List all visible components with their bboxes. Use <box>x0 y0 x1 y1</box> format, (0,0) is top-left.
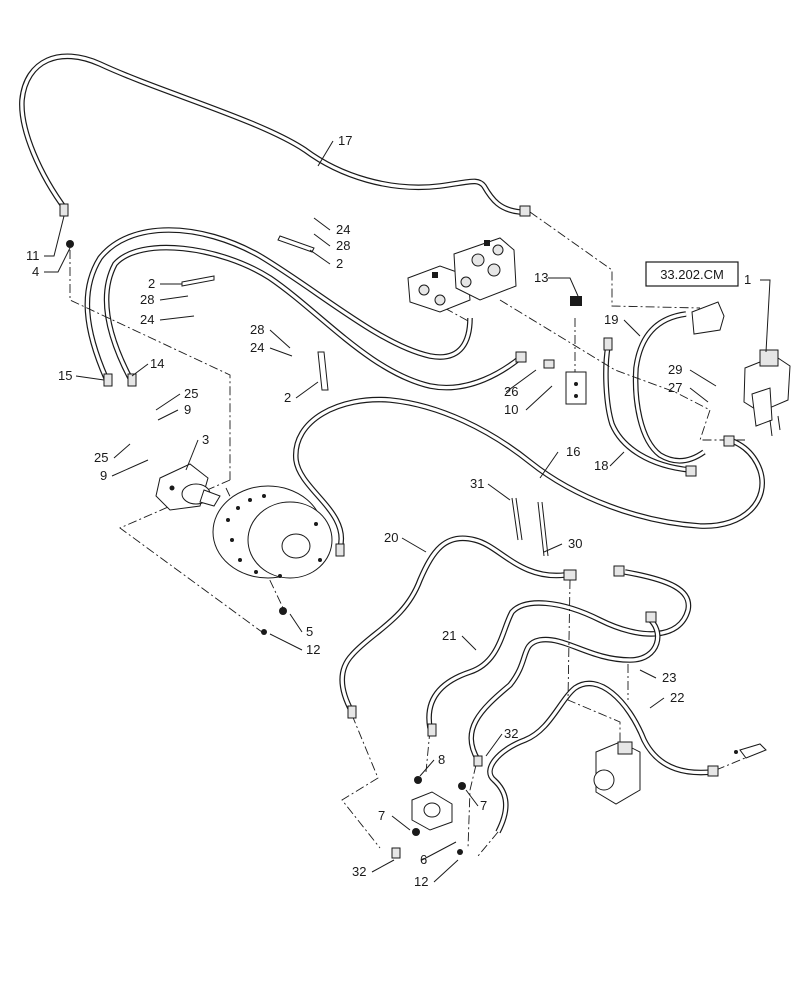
callout-9-top: 9 <box>184 402 191 417</box>
callout-labels: 17 11 4 24 28 2 2 28 24 28 24 2 15 14 25… <box>26 133 751 889</box>
callout-2-left: 2 <box>148 276 155 291</box>
assembly-lines <box>69 211 751 857</box>
hose-19 <box>632 311 706 464</box>
hose-14 <box>103 244 522 391</box>
callout-1: 1 <box>744 272 751 287</box>
callout-30: 30 <box>568 536 582 551</box>
straps <box>181 235 549 557</box>
callout-26: 26 <box>504 384 518 399</box>
callout-8: 8 <box>438 752 445 767</box>
callout-5: 5 <box>306 624 313 639</box>
fitting-lower-right <box>734 743 767 759</box>
callout-32-left: 32 <box>352 864 366 879</box>
hose-16 <box>293 396 765 549</box>
reference-box: 33.202.CM <box>645 261 739 287</box>
control-valve-block <box>407 237 517 313</box>
callout-2-top: 2 <box>336 256 343 271</box>
hose-18 <box>603 345 691 473</box>
callout-17: 17 <box>338 133 352 148</box>
callout-20: 20 <box>384 530 398 545</box>
hose-17 <box>19 53 521 215</box>
callout-32-right: 32 <box>504 726 518 741</box>
pump-bottom <box>593 741 641 805</box>
callout-9-bottom: 9 <box>100 468 107 483</box>
callout-25-bottom: 25 <box>94 450 108 465</box>
callout-7-right: 7 <box>480 798 487 813</box>
callout-2-mid: 2 <box>284 390 291 405</box>
callout-7-left: 7 <box>378 808 385 823</box>
callout-10: 10 <box>504 402 518 417</box>
valve-lower-left <box>411 791 453 831</box>
callout-13: 13 <box>534 270 548 285</box>
hose-22 <box>487 680 713 834</box>
callout-18: 18 <box>594 458 608 473</box>
callout-22: 22 <box>670 690 684 705</box>
callout-24-mid: 24 <box>250 340 264 355</box>
motor-3 <box>155 463 221 511</box>
callout-3: 3 <box>202 432 209 447</box>
callout-31: 31 <box>470 476 484 491</box>
leader-lines <box>44 140 771 883</box>
callout-4: 4 <box>32 264 39 279</box>
hose-20 <box>339 535 566 714</box>
callout-23: 23 <box>662 670 676 685</box>
callout-14: 14 <box>150 356 164 371</box>
small-fittings <box>59 203 735 859</box>
hose-23 <box>468 615 661 762</box>
callout-11: 11 <box>26 248 40 263</box>
callout-24-left: 24 <box>140 312 154 327</box>
valve-1 <box>743 349 791 437</box>
callout-6: 6 <box>420 852 427 867</box>
bracket-19-top <box>691 301 725 335</box>
callout-15: 15 <box>58 368 72 383</box>
callout-24-top: 24 <box>336 222 350 237</box>
callout-28-mid: 28 <box>250 322 264 337</box>
callout-25-top: 25 <box>184 386 198 401</box>
callout-29: 29 <box>668 362 682 377</box>
callout-16: 16 <box>566 444 580 459</box>
drive-hub <box>212 485 333 579</box>
callout-19: 19 <box>604 312 618 327</box>
reference-text: 33.202.CM <box>660 267 724 282</box>
callout-21: 21 <box>442 628 456 643</box>
callout-28-left: 28 <box>140 292 154 307</box>
callout-12-bottom: 12 <box>414 874 428 889</box>
hose-21 <box>426 569 692 729</box>
callout-28-top: 28 <box>336 238 350 253</box>
callout-27: 27 <box>668 380 682 395</box>
callout-12-left: 12 <box>306 642 320 657</box>
hose-15 <box>84 227 473 380</box>
fitting-block-13 <box>565 296 587 405</box>
